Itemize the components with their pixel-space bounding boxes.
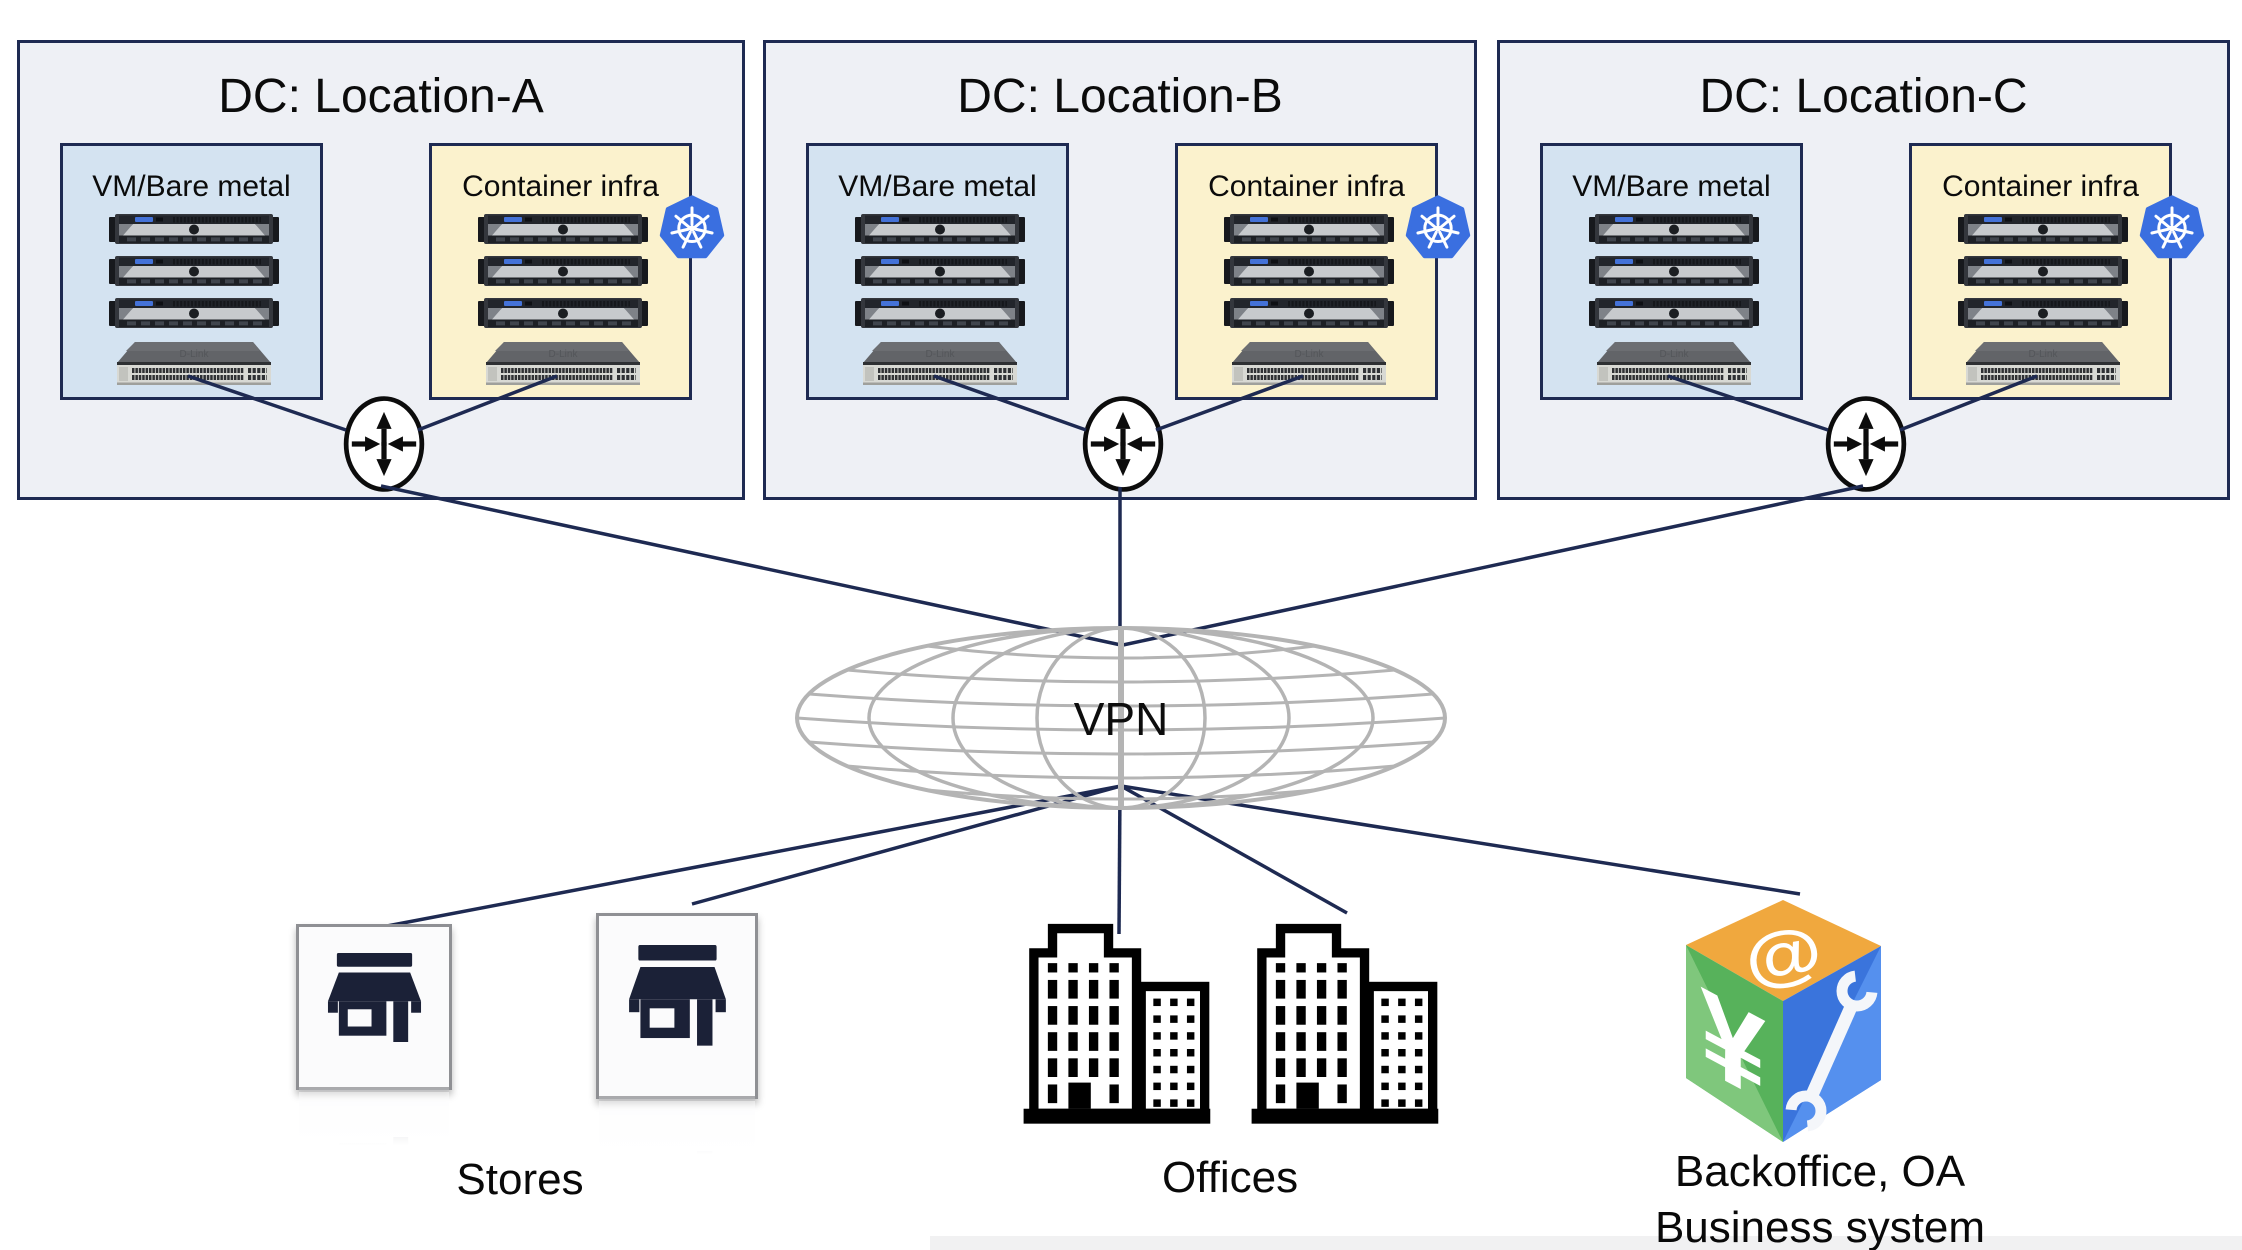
kubernetes-helm-icon bbox=[1405, 194, 1471, 260]
backoffice-label-line2: Business system bbox=[1654, 1203, 1986, 1250]
vm-box-label: VM/Bare metal bbox=[92, 170, 291, 203]
office-buildings-icon bbox=[1018, 907, 1214, 1135]
dc-box-location-c: DC: Location-C VM/Bare metal Container i… bbox=[1497, 40, 2230, 500]
network-switch-icon bbox=[855, 338, 1025, 388]
vm-bare-metal-box: VM/Bare metal bbox=[60, 143, 323, 400]
rack-server-icon bbox=[1224, 214, 1394, 244]
rack-server-icon bbox=[1958, 214, 2128, 244]
rack-server-icon bbox=[1224, 256, 1394, 286]
container-box-label: Container infra bbox=[1208, 170, 1405, 203]
rack-server-icon bbox=[1589, 298, 1759, 328]
container-box-label: Container infra bbox=[462, 170, 659, 203]
stores-label: Stores bbox=[456, 1155, 584, 1204]
rack-server-icon bbox=[109, 214, 279, 244]
rack-server-icon bbox=[1589, 214, 1759, 244]
dc-title: DC: Location-B bbox=[957, 70, 1283, 123]
rack-server-icon bbox=[855, 214, 1025, 244]
vpn-label: VPN bbox=[1073, 693, 1169, 745]
vm-bare-metal-box: VM/Bare metal bbox=[806, 143, 1069, 400]
container-infra-box: Container infra bbox=[1175, 143, 1438, 400]
rack-server-icon bbox=[1958, 256, 2128, 286]
rack-server-icon bbox=[478, 214, 648, 244]
rack-server-icon bbox=[855, 256, 1025, 286]
storefront-icon bbox=[325, 953, 424, 1043]
dc-title: DC: Location-A bbox=[218, 70, 544, 123]
rack-server-icon bbox=[1958, 298, 2128, 328]
container-infra-box: Container infra bbox=[1909, 143, 2172, 400]
store-tile bbox=[296, 924, 452, 1159]
network-switch-icon bbox=[478, 338, 648, 388]
rack-server-icon bbox=[478, 298, 648, 328]
store-tile bbox=[596, 913, 758, 1168]
kubernetes-helm-icon bbox=[2139, 194, 2205, 260]
router-icon bbox=[1075, 391, 1171, 497]
vm-box-label: VM/Bare metal bbox=[838, 170, 1037, 203]
svg-text:@: @ bbox=[1736, 912, 1831, 997]
business-software-cube-icon: @ ¥ bbox=[1686, 900, 1881, 1142]
rack-server-icon bbox=[109, 256, 279, 286]
network-switch-icon bbox=[1589, 338, 1759, 388]
offices-label: Offices bbox=[1161, 1153, 1299, 1202]
dc-title: DC: Location-C bbox=[1699, 70, 2028, 123]
container-infra-box: Container infra bbox=[429, 143, 692, 400]
rack-server-icon bbox=[855, 298, 1025, 328]
network-switch-icon bbox=[109, 338, 279, 388]
network-switch-icon bbox=[1958, 338, 2128, 388]
office-buildings-icon bbox=[1246, 907, 1442, 1135]
rack-server-icon bbox=[1589, 256, 1759, 286]
store-reflection bbox=[599, 1096, 755, 1168]
vm-box-label: VM/Bare metal bbox=[1572, 170, 1771, 203]
backoffice-label: Backoffice, OA Business system bbox=[1600, 1144, 2040, 1250]
rack-server-icon bbox=[109, 298, 279, 328]
network-switch-icon bbox=[1224, 338, 1394, 388]
rack-server-icon bbox=[478, 256, 648, 286]
dc-box-location-a: DC: Location-A VM/Bare metal Container i… bbox=[17, 40, 745, 500]
backoffice-label-line1: Backoffice, OA bbox=[1674, 1147, 1966, 1196]
rack-server-icon bbox=[1224, 298, 1394, 328]
store-reflection bbox=[299, 1087, 449, 1159]
vm-bare-metal-box: VM/Bare metal bbox=[1540, 143, 1803, 400]
storefront-icon bbox=[626, 945, 729, 1046]
container-box-label: Container infra bbox=[1942, 170, 2139, 203]
router-icon bbox=[1818, 391, 1914, 497]
router-icon bbox=[336, 391, 432, 497]
bottom-edge-strip bbox=[930, 1236, 2242, 1250]
dc-box-location-b: DC: Location-B VM/Bare metal Container i… bbox=[763, 40, 1477, 500]
kubernetes-helm-icon bbox=[659, 194, 725, 260]
